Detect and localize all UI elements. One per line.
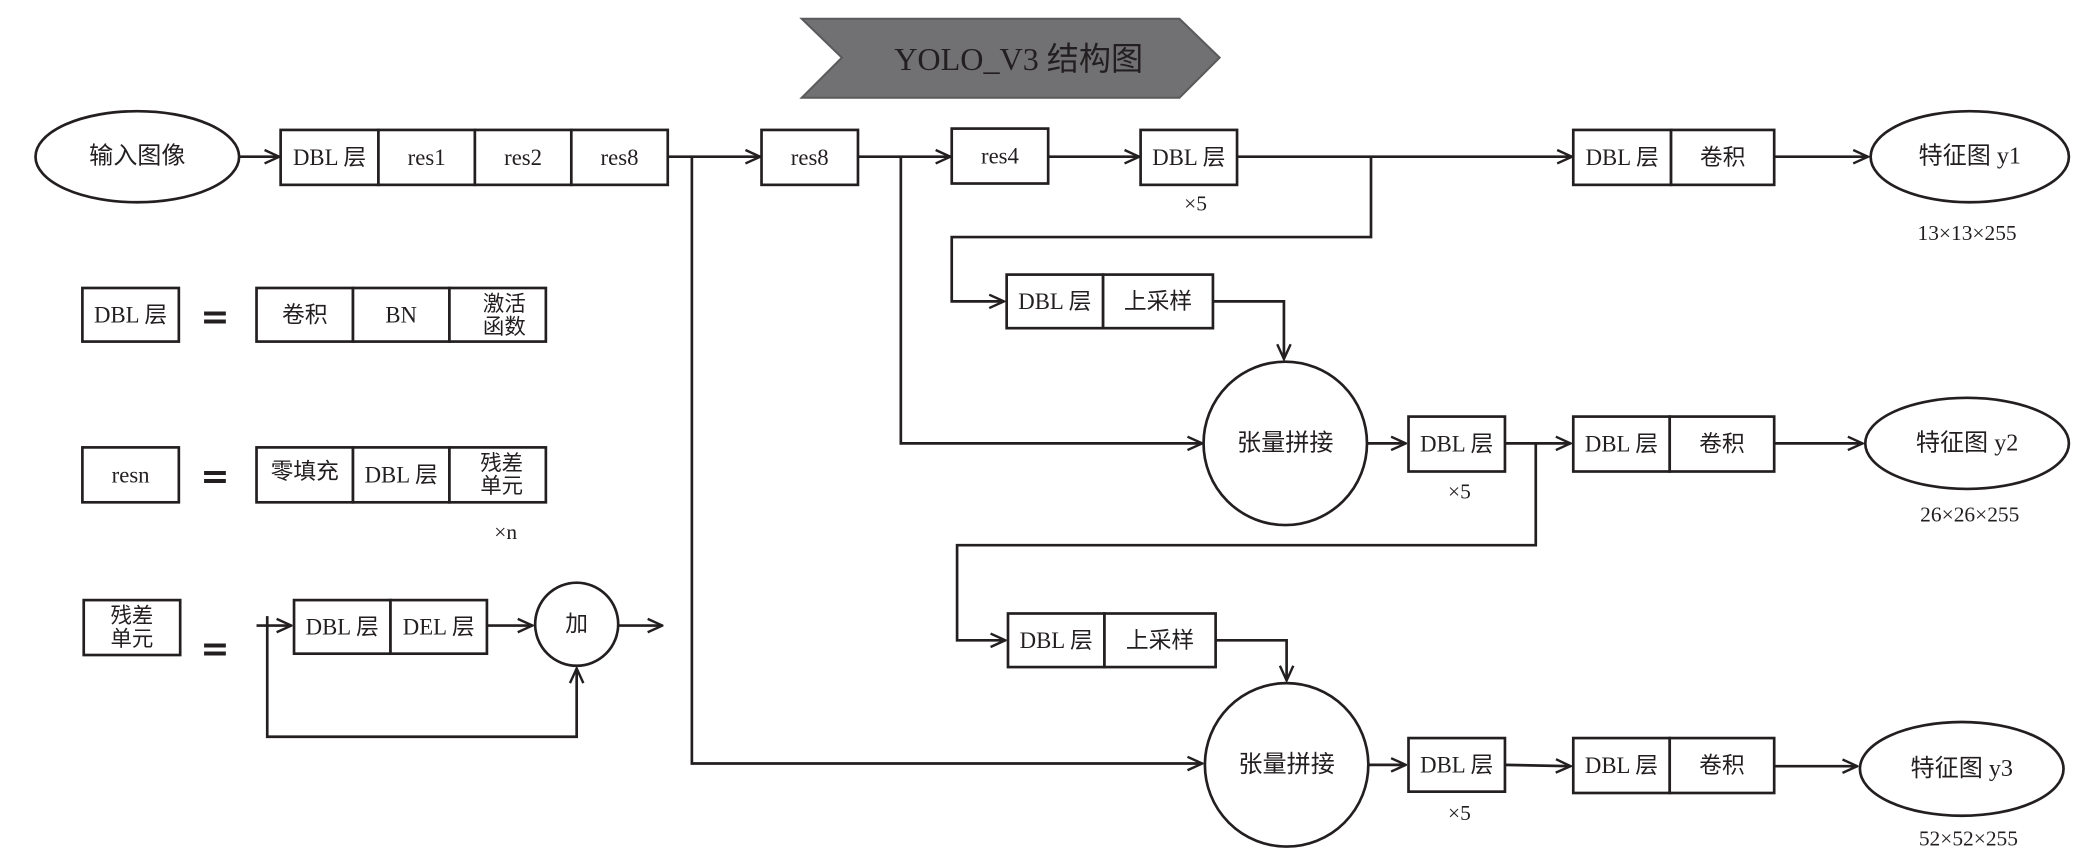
scale2-repeat: ×5 bbox=[1448, 480, 1471, 504]
title-banner: YOLO_V3 结构图 bbox=[799, 17, 1222, 99]
scale1-dbl-block: DBL 层 bbox=[1139, 128, 1239, 187]
legend-residual-name-line2: 单元 bbox=[111, 627, 154, 651]
backbone-res8-label: res8 bbox=[601, 145, 639, 170]
concat2-label: 张量拼接 bbox=[1237, 429, 1333, 456]
legend-resn-zeropad: 零填充 bbox=[271, 459, 339, 484]
scale3-dbl-label: DBL 层 bbox=[1420, 752, 1493, 777]
input-node: 输入图像 bbox=[34, 109, 241, 204]
input-label: 输入图像 bbox=[89, 143, 185, 170]
legend-dbl-conv: 卷积 bbox=[282, 302, 328, 327]
scale1-dbl-label: DBL 层 bbox=[1152, 145, 1225, 170]
output-y2-shape: 26×26×255 bbox=[1920, 502, 2019, 526]
diagram-title: YOLO_V3 结构图 bbox=[894, 41, 1143, 77]
legend-residual-name-line1: 残差 bbox=[111, 604, 154, 628]
scale3-head-dbl-label: DBL 层 bbox=[1585, 753, 1658, 778]
legend-dbl-equals: = bbox=[200, 297, 229, 337]
connector-dbl3-head3 bbox=[1504, 765, 1571, 766]
connector-dbl1-upsample1 bbox=[950, 156, 1373, 302]
connector-dbl2-upsample2 bbox=[955, 443, 1538, 640]
legend-dbl-bn: BN bbox=[385, 302, 417, 327]
upsample1-up-label: 上采样 bbox=[1124, 289, 1192, 314]
legend-resn-dbl: DBL 层 bbox=[365, 462, 438, 487]
output-y1-label: 特征图 y1 bbox=[1919, 143, 2021, 170]
scale1-head-dbl-label: DBL 层 bbox=[1586, 145, 1659, 170]
scale2-head-conv-label: 卷积 bbox=[1699, 432, 1745, 457]
legend-residual-del: DEL 层 bbox=[403, 614, 475, 639]
concat3-label: 张量拼接 bbox=[1238, 751, 1334, 778]
add-node bbox=[533, 581, 620, 668]
output-y3-shape: 52×52×255 bbox=[1919, 827, 2018, 851]
legend-dbl-act-line2: 函数 bbox=[483, 315, 526, 339]
connector-upsample2-concat3 bbox=[1215, 638, 1287, 680]
connector-upsample1-concat2 bbox=[1212, 300, 1284, 359]
res8-block: res8 bbox=[760, 128, 860, 187]
res8-label: res8 bbox=[791, 145, 829, 170]
upsample2-block: DBL 层 上采样 bbox=[1006, 612, 1217, 669]
output-y3-label: 特征图 y3 bbox=[1910, 755, 2012, 782]
output-y2-node: 特征图 y2 bbox=[1863, 396, 2071, 491]
scale2-dbl-label: DBL 层 bbox=[1420, 432, 1493, 457]
legend-resn-repeat: ×n bbox=[494, 520, 517, 544]
legend-residual-dbl: DBL 层 bbox=[306, 614, 379, 639]
output-y2-label: 特征图 y2 bbox=[1916, 429, 2018, 456]
scale3-head-block: DBL 层 卷积 bbox=[1571, 736, 1776, 795]
scale1-head-block: DBL 层 卷积 bbox=[1571, 128, 1776, 187]
upsample1-block: DBL 层 上采样 bbox=[1005, 273, 1215, 330]
scale3-head-conv-label: 卷积 bbox=[1699, 753, 1745, 778]
output-y1-node: 特征图 y1 bbox=[1869, 109, 2071, 204]
connector-residual-skip bbox=[265, 616, 576, 739]
backbone-block: DBL 层 res1 res2 res8 bbox=[279, 128, 670, 187]
output-y3-node: 特征图 y3 bbox=[1858, 720, 2065, 818]
add-label: 加 bbox=[565, 612, 588, 637]
backbone-dbl-label: DBL 层 bbox=[293, 145, 366, 170]
scale2-head-block: DBL 层 卷积 bbox=[1571, 415, 1776, 473]
legend-resn-res-line2: 单元 bbox=[480, 474, 523, 498]
legend-residual-equals: = bbox=[200, 630, 229, 670]
scale1-repeat: ×5 bbox=[1184, 192, 1207, 216]
upsample2-dbl-label: DBL 层 bbox=[1020, 628, 1093, 653]
upsample1-dbl-label: DBL 层 bbox=[1018, 289, 1091, 314]
res4-block: res4 bbox=[950, 127, 1050, 185]
legend-resn: resn = 零填充 DBL 层 残差 单元 ×n bbox=[81, 446, 548, 544]
concat3-node: 张量拼接 bbox=[1203, 681, 1370, 848]
legend-dbl-act-line1: 激活 bbox=[483, 292, 526, 316]
legend-dbl: DBL 层 = 卷积 BN 激活 函数 bbox=[81, 286, 548, 343]
connector-backbone-concat3 bbox=[690, 156, 1202, 764]
scale1-head-conv-label: 卷积 bbox=[1700, 145, 1746, 170]
legend-dbl-name: DBL 层 bbox=[94, 302, 167, 327]
scale3-dbl-block: DBL 层 bbox=[1407, 736, 1507, 793]
legend-residual: 残差 单元 = DBL 层 DEL 层 加 bbox=[82, 581, 663, 739]
concat2-node: 张量拼接 bbox=[1202, 360, 1369, 527]
output-y1-shape: 13×13×255 bbox=[1918, 221, 2017, 245]
res4-label: res4 bbox=[981, 144, 1020, 169]
scale3-repeat: ×5 bbox=[1448, 801, 1471, 825]
legend-resn-equals: = bbox=[200, 457, 229, 497]
scale2-head-dbl-label: DBL 层 bbox=[1585, 432, 1658, 457]
scale2-dbl-block: DBL 层 bbox=[1407, 415, 1507, 473]
connector-res8-concat2 bbox=[899, 156, 1202, 444]
backbone-res2-label: res2 bbox=[504, 145, 542, 170]
upsample2-up-label: 上采样 bbox=[1126, 628, 1194, 653]
legend-resn-res-line1: 残差 bbox=[480, 451, 523, 475]
legend-resn-name: resn bbox=[112, 462, 151, 487]
backbone-res1-label: res1 bbox=[408, 145, 446, 170]
